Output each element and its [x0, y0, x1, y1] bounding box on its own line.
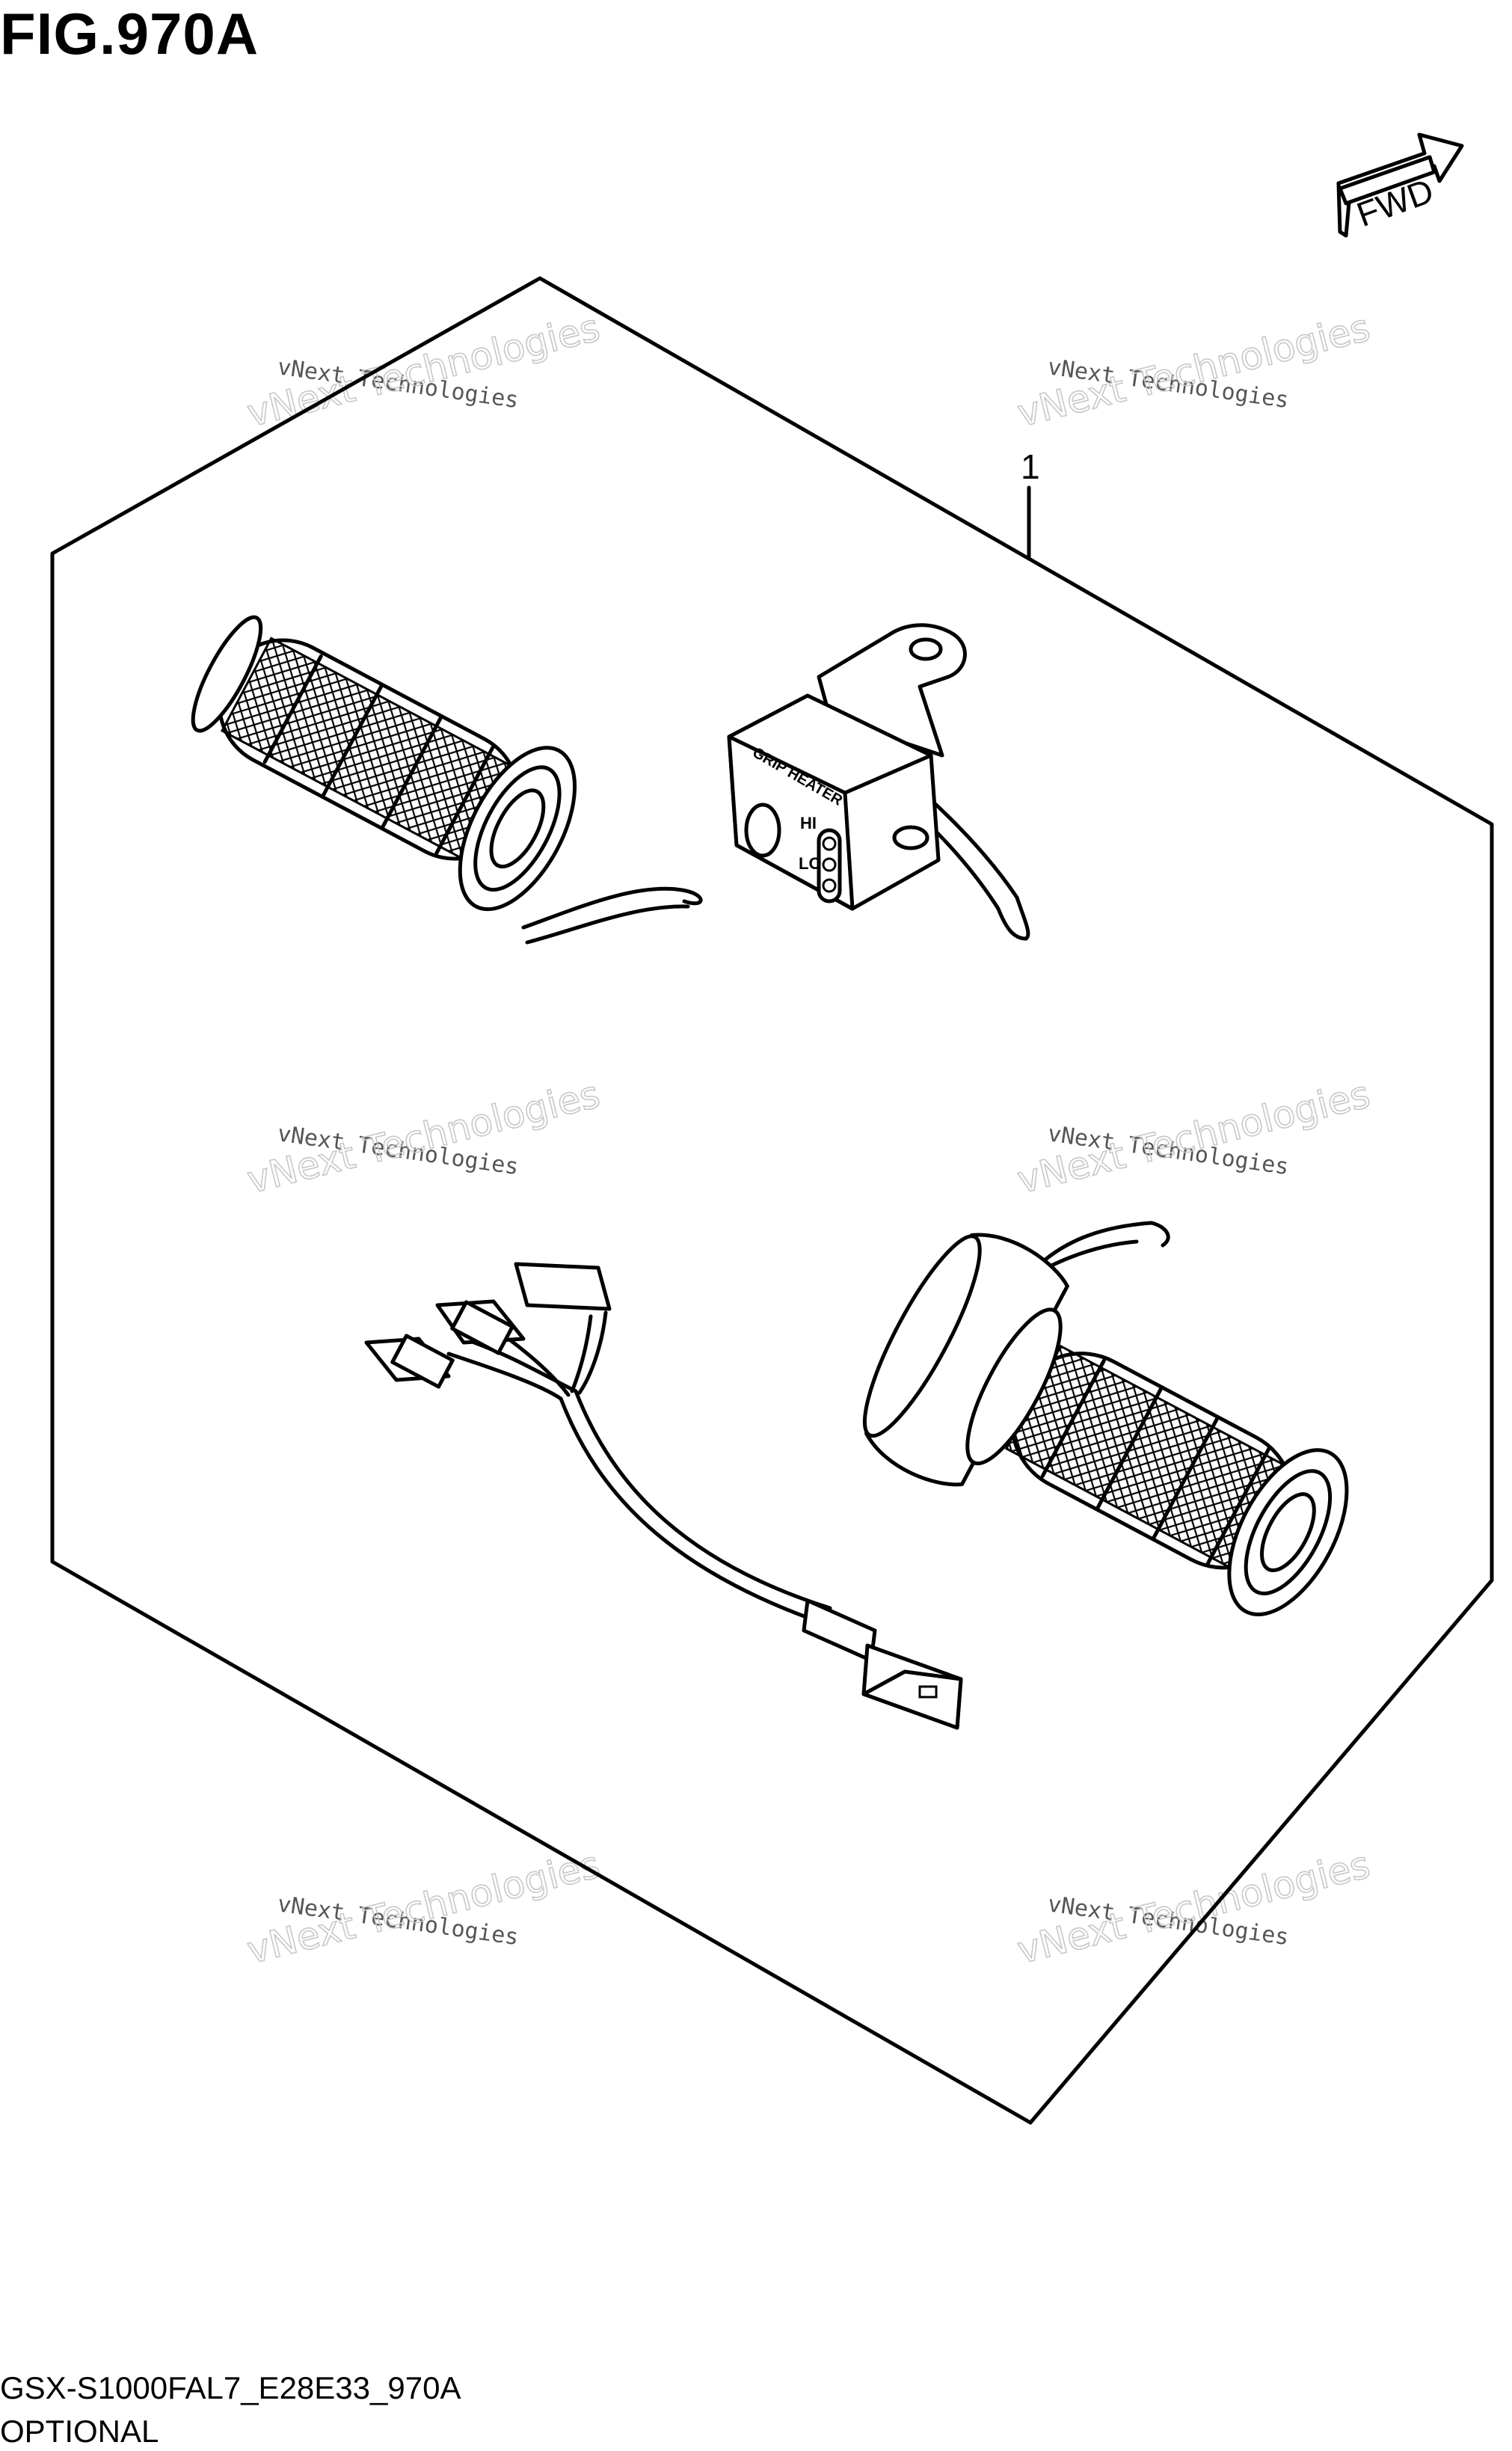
fwd-arrow-icon: FWD: [1336, 132, 1464, 238]
right-grip-heater-icon: [862, 1221, 1349, 1616]
svg-text:1: 1: [1021, 447, 1040, 486]
kit-outline: [50, 276, 1494, 2125]
wiring-harness-icon: [364, 1262, 963, 1730]
figure-title: FIG.970A: [0, 1, 259, 67]
heater-switch-icon: GRIP HEATER HI LO: [727, 623, 1030, 941]
figure-name: OPTIONAL: [0, 2414, 159, 2449]
callout-1: 1: [1021, 447, 1040, 559]
left-grip-heater-icon: [191, 615, 703, 945]
switch-lo-label: LO: [799, 854, 822, 873]
switch-hi-label: HI: [800, 814, 817, 832]
figure-code: GSX-S1000FAL7_E28E33_970A: [0, 2370, 461, 2405]
watermark-group: vNext Technologies vNext Technologies vN…: [242, 305, 1374, 1973]
